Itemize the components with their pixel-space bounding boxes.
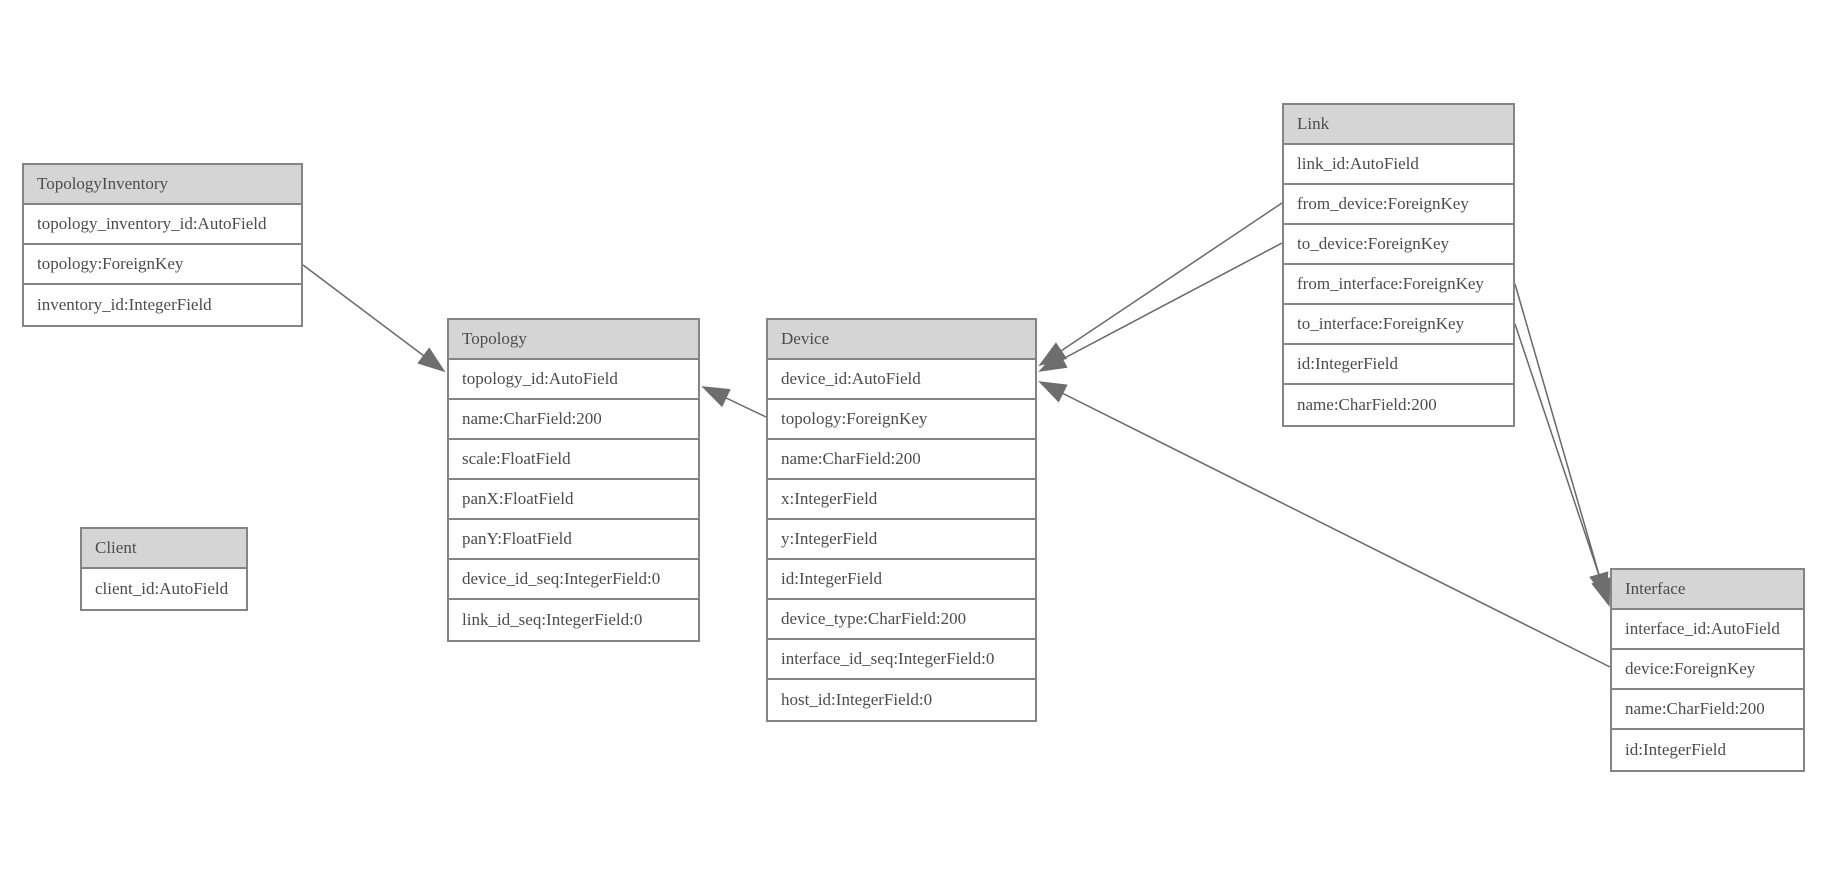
- entity-field: panY:FloatField: [449, 520, 698, 560]
- entity-field: client_id:AutoField: [82, 569, 246, 609]
- edge-device-topology-fk: [701, 386, 767, 418]
- entity-field: id:IntegerField: [1284, 345, 1513, 385]
- entity-field: name:CharField:200: [1612, 690, 1803, 730]
- entity-field: name:CharField:200: [768, 440, 1035, 480]
- entity-field: y:IntegerField: [768, 520, 1035, 560]
- entity-field: name:CharField:200: [1284, 385, 1513, 425]
- entity-field: panX:FloatField: [449, 480, 698, 520]
- entity-title: Interface: [1612, 570, 1803, 610]
- edge-topologyinventory-topology-fk: [302, 264, 446, 373]
- edge-link-from_interface-interface-fk: [1514, 283, 1609, 601]
- entity-field: name:CharField:200: [449, 400, 698, 440]
- edge-link-to_device-device-fk: [1038, 242, 1283, 372]
- entity-field: inventory_id:IntegerField: [24, 285, 301, 325]
- entity-title: Topology: [449, 320, 698, 360]
- entity-field: id:IntegerField: [1612, 730, 1803, 770]
- entity-field: id:IntegerField: [768, 560, 1035, 600]
- entity-field: link_id:AutoField: [1284, 145, 1513, 185]
- edge-link-to_interface-interface-fk: [1514, 323, 1611, 607]
- entity-field: device_id_seq:IntegerField:0: [449, 560, 698, 600]
- entity-field: topology_id:AutoField: [449, 360, 698, 400]
- edge-link-from_device-device-fk: [1038, 202, 1283, 367]
- entity-title: Client: [82, 529, 246, 569]
- entity-field: interface_id:AutoField: [1612, 610, 1803, 650]
- entity-field: device_id:AutoField: [768, 360, 1035, 400]
- entity-field: to_interface:ForeignKey: [1284, 305, 1513, 345]
- entity-field: to_device:ForeignKey: [1284, 225, 1513, 265]
- entity-title: Device: [768, 320, 1035, 360]
- entity-field: device_type:CharField:200: [768, 600, 1035, 640]
- entity-field: interface_id_seq:IntegerField:0: [768, 640, 1035, 680]
- entity-field: host_id:IntegerField:0: [768, 680, 1035, 720]
- entity-field: topology:ForeignKey: [24, 245, 301, 285]
- entity-field: from_interface:ForeignKey: [1284, 265, 1513, 305]
- entity-field: topology:ForeignKey: [768, 400, 1035, 440]
- entity-field: device:ForeignKey: [1612, 650, 1803, 690]
- entity-field: topology_inventory_id:AutoField: [24, 205, 301, 245]
- entity-title: TopologyInventory: [24, 165, 301, 205]
- entity-title: Link: [1284, 105, 1513, 145]
- entity-field: x:IntegerField: [768, 480, 1035, 520]
- entity-field: scale:FloatField: [449, 440, 698, 480]
- entity-field: link_id_seq:IntegerField:0: [449, 600, 698, 640]
- entity-field: from_device:ForeignKey: [1284, 185, 1513, 225]
